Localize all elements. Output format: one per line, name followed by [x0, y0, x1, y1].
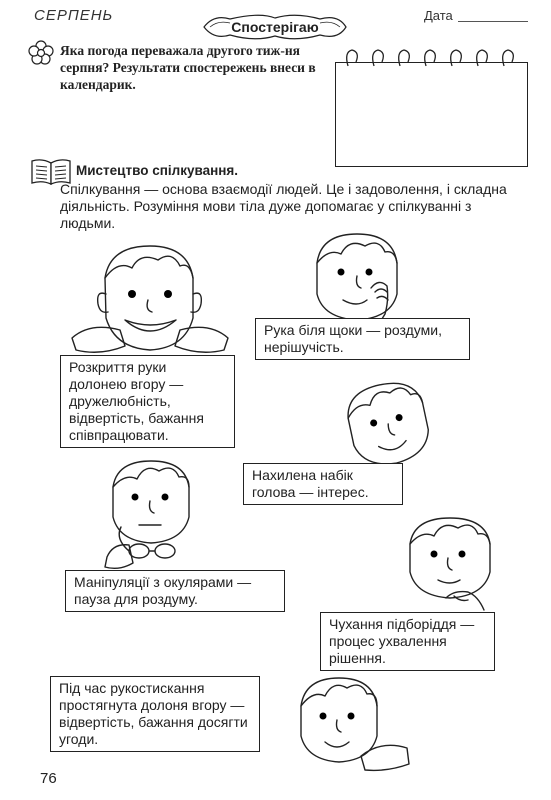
calendar-rings — [346, 49, 514, 67]
illustration-tilted-head — [347, 382, 429, 465]
caption-hand-cheek: Рука біля щоки — роздуми, нерішучість. — [255, 318, 470, 360]
caption-open-hands: Розкриття руки долонею вгору — дружелюбн… — [60, 355, 235, 448]
calendar-box[interactable] — [335, 62, 528, 167]
page-number: 76 — [40, 770, 57, 787]
book-icon — [31, 159, 71, 185]
illustration-open-hands — [71, 245, 229, 353]
date-line — [458, 21, 528, 22]
caption-handshake: Під час рукостискання простягнута долоня… — [50, 676, 260, 752]
banner-title: Спостерігаю — [231, 19, 319, 35]
caption-chin: Чухання підборіддя — процес ухвалення рі… — [320, 612, 495, 671]
illustration-chin — [409, 517, 491, 611]
illustration-handshake — [300, 677, 410, 772]
section-intro: Спілкування — основа взаємодії людей. Це… — [60, 181, 507, 231]
date-label: Дата — [424, 8, 453, 23]
section-title: Мистецтво спілкування. — [76, 163, 239, 178]
month-label: СЕРПЕНЬ — [34, 7, 114, 24]
caption-glasses: Маніпуляції з окулярами — пауза для розд… — [65, 570, 285, 612]
banner-ribbon — [203, 14, 347, 40]
illustration-glasses — [104, 460, 190, 570]
illustration-hand-cheek — [316, 233, 398, 329]
flower-icon — [28, 40, 54, 65]
observation-question: Яка погода переважала другого тиж-ня сер… — [60, 43, 316, 92]
caption-tilted-head: Нахилена набік голова — інтерес. — [243, 463, 403, 505]
